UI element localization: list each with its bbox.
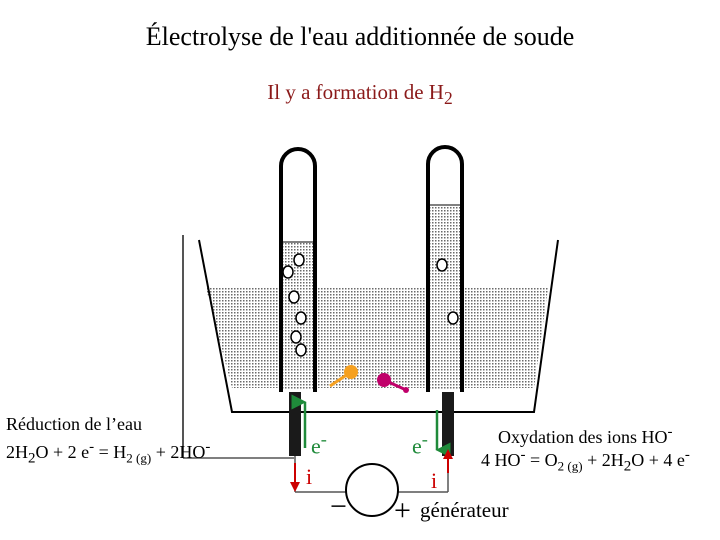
current-label-left: i: [306, 464, 313, 489]
diagram-title: Électrolyse de l'eau additionnée de soud…: [145, 22, 575, 51]
subtitle-subscript: 2: [443, 88, 453, 109]
gas-bubbles-left: [282, 253, 307, 357]
ion-orange-icon: [329, 365, 358, 388]
eq-part: = H: [94, 442, 127, 462]
eq-sub: 2: [623, 458, 632, 475]
generator-label: générateur: [420, 498, 509, 522]
reduction-label: Réduction de l’eau: [6, 414, 142, 434]
eq-sup: -: [520, 447, 526, 463]
electron-sup: -: [320, 429, 327, 449]
test-tube-right: [426, 145, 464, 392]
ox-label-text: Oxydation des ions HO: [498, 427, 668, 447]
reduction-equation: 2H2O + 2 e- = H2 (g) + 2HO-: [6, 436, 210, 470]
current-arrow-right: [443, 449, 453, 473]
oxidation-equation: 4 HO- = O2 (g) + 2H2O + 4 e-: [481, 444, 690, 478]
generator-symbol: [345, 463, 399, 517]
electrolyte-liquid: [206, 288, 548, 388]
ion-magenta-icon: [377, 373, 409, 393]
basin-outline: [198, 239, 559, 413]
electron-label-left: e-: [311, 428, 327, 457]
cathode-electrode: [289, 392, 301, 456]
eq-part: 2H: [6, 442, 28, 462]
electron-base: e: [311, 433, 321, 459]
electron-label-right: e-: [412, 428, 428, 457]
diagram-subtitle: Il y a formation de H2: [0, 80, 720, 109]
eq-part: 4 HO: [481, 450, 521, 470]
gas-bubbles-right: [436, 258, 459, 325]
eq-part: = O: [525, 450, 558, 470]
eq-part: + 2HO: [151, 442, 206, 462]
electron-sup: -: [421, 429, 428, 449]
eq-sup: -: [684, 447, 690, 463]
anode-electrode: [442, 392, 454, 456]
eq-sup: -: [205, 439, 211, 455]
oxidation-label: Oxydation des ions HO-: [498, 421, 673, 448]
current-label-right: i: [431, 468, 438, 493]
ox-label-sup: -: [667, 424, 673, 440]
eq-part: O + 4 e: [631, 450, 685, 470]
eq-sup: -: [89, 439, 95, 455]
generator-plus: +: [394, 494, 411, 527]
eq-sub: 2: [28, 450, 36, 467]
generator-minus: −: [330, 490, 347, 523]
subtitle-text: Il y a formation de H: [267, 80, 444, 104]
eq-sub: 2 (g): [126, 450, 152, 466]
eq-sub: 2 (g): [557, 458, 583, 474]
electron-base: e: [412, 433, 422, 459]
eq-part: O + 2 e: [35, 442, 90, 462]
current-arrow-left: [290, 463, 300, 492]
eq-part: + 2H: [582, 450, 624, 470]
